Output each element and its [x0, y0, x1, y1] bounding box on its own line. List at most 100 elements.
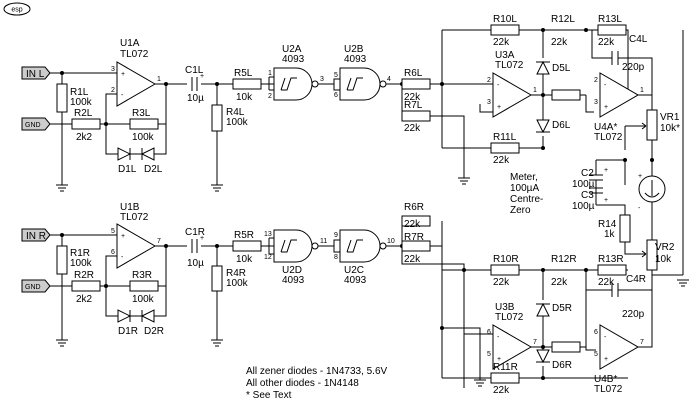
- svg-text:C1R: C1R: [185, 227, 205, 238]
- svg-text:7: 7: [640, 339, 644, 346]
- svg-text:4093: 4093: [282, 275, 305, 286]
- note-diodes: All other diodes - 1N4148: [246, 378, 359, 389]
- svg-text:R4L: R4L: [226, 107, 245, 118]
- svg-text:+: +: [604, 197, 608, 204]
- svg-text:R13R: R13R: [598, 254, 624, 265]
- svg-text:U2C: U2C: [344, 265, 364, 276]
- svg-text:R2L: R2L: [74, 108, 93, 119]
- resistor-r10l: R10L 22k: [490, 14, 520, 48]
- svg-text:R11R: R11R: [493, 362, 518, 373]
- diode-d5l: D5L: [536, 60, 571, 75]
- resistor-r3r: R3R 100k: [129, 270, 159, 305]
- svg-text:TL072: TL072: [120, 212, 149, 223]
- svg-text:R1L: R1L: [70, 87, 89, 98]
- svg-text:R3R: R3R: [132, 270, 152, 281]
- resistor-r3l: R3L 100k: [129, 108, 159, 143]
- svg-text:1: 1: [640, 87, 644, 94]
- svg-text:100k: 100k: [132, 132, 155, 143]
- svg-text:+: +: [497, 104, 501, 111]
- opamp-u1a: +- 3 2 1 U1A TL072: [111, 38, 161, 107]
- svg-text:C4R: C4R: [626, 274, 646, 285]
- diode-d1r: D1R: [112, 309, 138, 337]
- svg-text:R2R: R2R: [74, 270, 94, 281]
- svg-text:+: +: [121, 71, 125, 78]
- resistor-r5r: R5R 10k: [232, 230, 262, 265]
- resistor-r7l: R7L 22k: [401, 100, 431, 134]
- resistor-r4r: R4R 100k: [211, 265, 249, 292]
- svg-text:U1B: U1B: [120, 202, 140, 213]
- svg-text:1: 1: [157, 76, 161, 83]
- pot-vr1: VR1 10k*: [640, 109, 680, 141]
- svg-text:C1L: C1L: [185, 65, 204, 76]
- gate-u2d: 13 12 11 U2D 4093: [264, 229, 327, 286]
- svg-text:TL072: TL072: [594, 384, 623, 395]
- svg-text:22k: 22k: [598, 277, 615, 288]
- svg-text:100k: 100k: [226, 117, 249, 128]
- svg-text:-: -: [497, 334, 500, 341]
- svg-text:-: -: [497, 82, 500, 89]
- svg-text:-: -: [121, 254, 124, 261]
- svg-text:C2: C2: [581, 168, 594, 179]
- note-zener: All zener diodes - 1N4733, 5.6V: [246, 366, 388, 377]
- svg-text:U4B*: U4B*: [594, 374, 617, 385]
- svg-text:6: 6: [487, 329, 491, 336]
- ground-symbols: [56, 177, 689, 387]
- resistor-r11l: R11L 22k: [490, 132, 520, 166]
- svg-text:U2B: U2B: [344, 44, 364, 55]
- gate-u2b: 5 6 4 U2B 4093: [334, 44, 391, 101]
- resistor-r10r: R10R 22k: [490, 254, 520, 288]
- resistor-r6r: R6R 22k: [401, 202, 431, 230]
- svg-text:22k: 22k: [404, 254, 421, 265]
- resistor-r13r: R13R 22k: [597, 254, 627, 288]
- svg-text:100µ: 100µ: [572, 179, 595, 190]
- svg-text:+: +: [121, 233, 125, 240]
- svg-text:2: 2: [268, 93, 272, 100]
- meter-label: Meter, 100µA Centre- Zero: [510, 172, 543, 216]
- svg-text:3: 3: [320, 76, 324, 83]
- svg-text:6: 6: [111, 249, 115, 256]
- svg-text:R11L: R11L: [493, 132, 517, 143]
- svg-text:4093: 4093: [344, 275, 367, 286]
- svg-text:10k: 10k: [655, 254, 672, 265]
- opamp-u4b: -+ 6 5 7 U4B* TL072: [594, 324, 644, 395]
- svg-text:VR2: VR2: [655, 242, 675, 253]
- capacitor-c3: + C3 100µ: [572, 187, 608, 212]
- diode-d1l: D1L: [112, 147, 137, 175]
- svg-text:+: +: [604, 104, 608, 111]
- svg-text:R10L: R10L: [493, 14, 517, 25]
- svg-text:R4R: R4R: [226, 268, 246, 279]
- svg-text:8: 8: [334, 254, 338, 261]
- input-port-in-l: IN L: [21, 66, 51, 80]
- svg-text:4: 4: [387, 76, 391, 83]
- resistor-r5l: R5L 10k: [232, 68, 262, 103]
- svg-text:R13L: R13L: [598, 14, 622, 25]
- svg-text:U4A*: U4A*: [594, 122, 617, 133]
- svg-text:1: 1: [268, 70, 272, 77]
- opamp-u3a: -+ 2 3 1 U3A TL072: [487, 50, 537, 118]
- svg-text:VR1: VR1: [660, 112, 680, 123]
- svg-text:R5R: R5R: [234, 230, 254, 241]
- input-port-gnd-left: GND: [21, 117, 51, 131]
- resistor-r11r: R11R 22k: [490, 362, 520, 396]
- svg-text:+: +: [638, 173, 642, 180]
- svg-text:7: 7: [157, 238, 161, 245]
- svg-text:D5L: D5L: [552, 63, 571, 74]
- svg-text:D1L: D1L: [118, 164, 137, 175]
- svg-text:10k*: 10k*: [660, 123, 680, 134]
- svg-text:1: 1: [533, 87, 537, 94]
- svg-text:4093: 4093: [282, 54, 305, 65]
- svg-text:R12R: R12R: [551, 254, 577, 265]
- svg-text:R7L: R7L: [404, 100, 423, 111]
- svg-text:22k: 22k: [551, 277, 568, 288]
- svg-text:2: 2: [487, 77, 491, 84]
- svg-text:22k: 22k: [404, 219, 421, 230]
- resistor-r12l: R12L 22k: [551, 14, 581, 101]
- svg-text:12: 12: [264, 254, 272, 261]
- resistor-r1l: R1L 100k: [56, 83, 93, 113]
- svg-text:D1R: D1R: [118, 326, 138, 337]
- svg-text:+: +: [497, 356, 501, 363]
- svg-text:+: +: [604, 356, 608, 363]
- svg-text:22k: 22k: [598, 37, 615, 48]
- opamp-u3b: -+ 6 5 7 U3B TL072: [487, 302, 537, 370]
- svg-text:10k: 10k: [236, 92, 253, 103]
